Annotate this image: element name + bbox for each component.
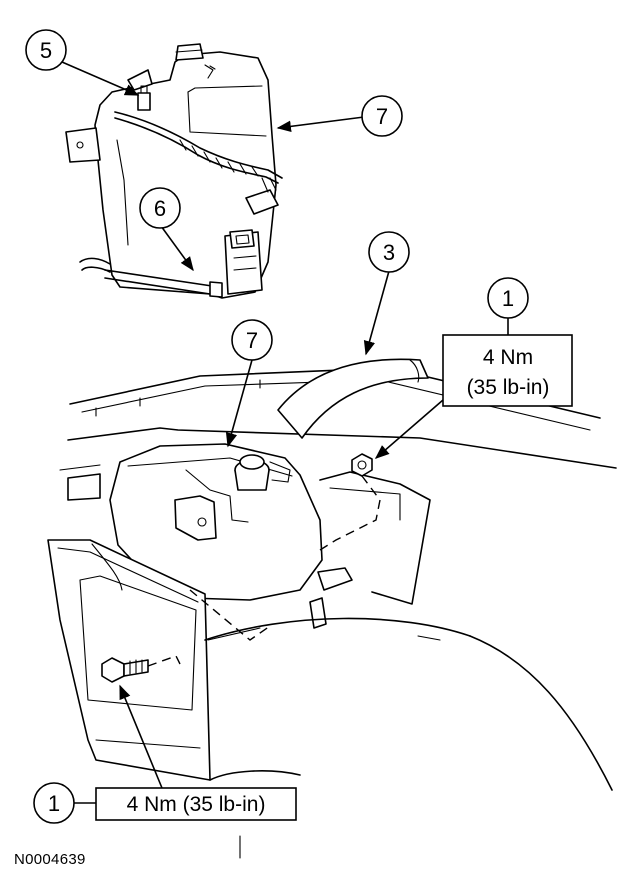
torque-right-line2: (35 lb-in) (467, 376, 550, 399)
inset-reservoir-illustration (65, 43, 283, 299)
callout-6: 6 (139, 187, 181, 229)
leader-lines (61, 61, 509, 804)
svg-text:3: 3 (383, 240, 395, 265)
main-illustration (47, 358, 617, 859)
callout-1-right: 1 (487, 277, 529, 319)
svg-text:7: 7 (376, 104, 388, 129)
svg-text:6: 6 (154, 196, 166, 221)
callout-7-top: 7 (361, 95, 403, 137)
callout-1-bottom: 1 (33, 782, 75, 824)
svg-text:5: 5 (40, 38, 52, 63)
svg-text:1: 1 (502, 286, 514, 311)
torque-bottom-text: 4 Nm (35 lb-in) (127, 793, 266, 816)
torque-box-right: 4 Nm (35 lb-in) (442, 334, 573, 407)
svg-text:7: 7 (246, 328, 258, 353)
torque-right-line1: 4 Nm (483, 346, 533, 369)
svg-text:1: 1 (48, 791, 60, 816)
torque-box-bottom: 4 Nm (35 lb-in) (95, 787, 297, 821)
callout-7-mid: 7 (231, 319, 273, 361)
callout-5: 5 (25, 29, 67, 71)
figure-id: N0004639 (14, 851, 86, 868)
callout-3: 3 (368, 231, 410, 273)
